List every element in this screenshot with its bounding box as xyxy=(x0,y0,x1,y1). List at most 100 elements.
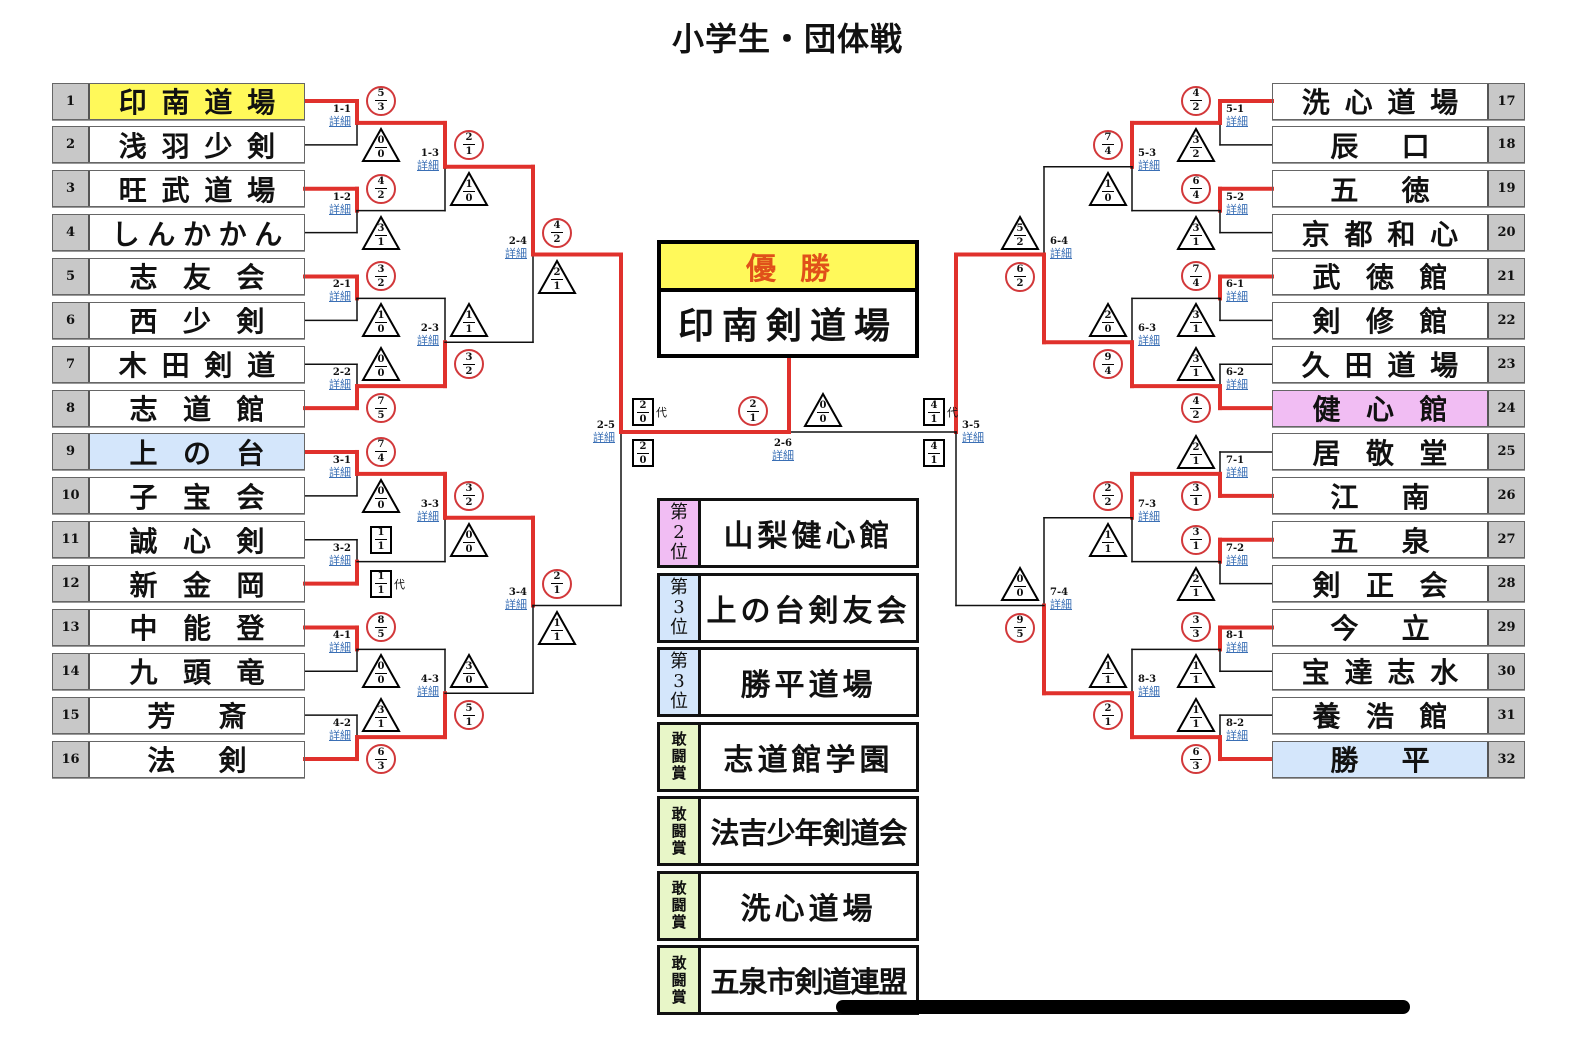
score-numerator: 9 xyxy=(1016,615,1024,626)
team-name: 新金岡 xyxy=(129,568,265,602)
match-id: 3-2 xyxy=(332,542,351,554)
award-team-name: 山梨健心館 xyxy=(723,519,894,554)
match-detail-link[interactable]: 詳細 xyxy=(1226,290,1248,304)
team-seed-number: 25 xyxy=(1487,434,1524,470)
match-id: 7-1 xyxy=(1226,454,1245,466)
score-denominator: 2 xyxy=(377,190,385,202)
score-denominator: 1 xyxy=(1192,455,1200,467)
score-denominator: 5 xyxy=(377,409,385,421)
award-entry: 敢闘賞志道館学園 xyxy=(657,721,919,792)
triangle-icon xyxy=(361,302,401,338)
match-id: 6-4 xyxy=(1050,235,1069,247)
score-denominator: 4 xyxy=(377,453,385,465)
match-detail-link[interactable]: 詳細 xyxy=(505,597,527,611)
score-denominator: 4 xyxy=(1192,190,1200,202)
match-id: 8-1 xyxy=(1226,630,1245,642)
score-numerator: 3 xyxy=(465,483,473,495)
match-id: 7-2 xyxy=(1226,542,1245,554)
match-detail-link[interactable]: 詳細 xyxy=(1138,334,1160,348)
match-detail-link[interactable]: 詳細 xyxy=(593,431,615,444)
match-detail-link[interactable]: 詳細 xyxy=(962,431,984,444)
match-detail-link[interactable]: 詳細 xyxy=(1226,641,1248,655)
match-id: 2-1 xyxy=(332,279,351,291)
match-detail-link[interactable]: 詳細 xyxy=(417,685,439,699)
match-id: 2-5 xyxy=(596,420,615,431)
score-denominator: 0 xyxy=(639,413,647,425)
team-seed-number: 21 xyxy=(1487,258,1524,294)
team-name: しんかかん xyxy=(111,217,283,251)
score-denominator: 0 xyxy=(465,675,473,687)
score-numerator: 3 xyxy=(1192,134,1200,146)
match-detail-link[interactable]: 詳細 xyxy=(417,158,439,172)
match-detail-link[interactable]: 詳細 xyxy=(417,509,439,523)
team-name: 西少剣 xyxy=(129,305,265,339)
match-detail-link[interactable]: 詳細 xyxy=(1226,729,1248,743)
match-detail-link[interactable]: 詳細 xyxy=(329,553,351,567)
team-name: 芳斎 xyxy=(147,700,247,734)
match-detail-link[interactable]: 詳細 xyxy=(1226,378,1248,392)
triangle-icon xyxy=(1176,346,1216,382)
score-denominator: 1 xyxy=(1104,675,1112,687)
score-denominator: 2 xyxy=(1104,497,1112,509)
match-detail-link[interactable]: 詳細 xyxy=(1138,509,1160,523)
match-detail-link[interactable]: 詳細 xyxy=(329,465,351,479)
horizontal-scrollbar[interactable] xyxy=(836,1000,1410,1014)
score-numerator: 2 xyxy=(1192,573,1200,585)
triangle-icon xyxy=(361,346,401,382)
match-detail-link[interactable]: 詳細 xyxy=(1138,685,1160,699)
team-name: 江南 xyxy=(1330,480,1430,514)
award-tag: 敢闘賞 xyxy=(660,948,701,1012)
match-detail-link[interactable]: 詳細 xyxy=(329,290,351,304)
score-denominator: 1 xyxy=(930,413,938,425)
team-name: 洗心道場 xyxy=(1301,86,1459,119)
match-detail-link[interactable]: 詳細 xyxy=(1226,553,1248,567)
team-name: 剣正会 xyxy=(1312,568,1448,602)
score-numerator: 1 xyxy=(1192,661,1200,673)
team-name: 印南道場 xyxy=(90,83,304,119)
match-detail-link[interactable]: 詳細 xyxy=(1050,597,1072,611)
match-detail-link[interactable]: 詳細 xyxy=(329,378,351,392)
match-detail-link[interactable]: 詳細 xyxy=(329,202,351,216)
match-detail-link[interactable]: 詳細 xyxy=(329,114,351,128)
match-detail-link[interactable]: 詳細 xyxy=(1226,114,1248,128)
score-denominator: 3 xyxy=(1192,760,1200,772)
score-denominator: 1 xyxy=(1192,236,1200,248)
match-detail-link[interactable]: 詳細 xyxy=(1226,465,1248,479)
match-detail-link[interactable]: 詳細 xyxy=(329,641,351,655)
team-name: 京都和心 xyxy=(1301,217,1459,251)
match-detail-link[interactable]: 詳細 xyxy=(1050,246,1072,260)
match-id: 1-2 xyxy=(332,191,351,203)
match-detail-link[interactable]: 詳細 xyxy=(1138,158,1160,172)
match-detail-link[interactable]: 詳細 xyxy=(1226,202,1248,216)
match-detail-link[interactable]: 詳細 xyxy=(505,246,527,260)
match-detail-link[interactable]: 詳細 xyxy=(329,729,351,743)
score-numerator: 4 xyxy=(553,220,561,232)
team-seed-number: 8 xyxy=(53,390,90,426)
triangle-icon xyxy=(449,653,489,689)
match-detail-link[interactable]: 詳細 xyxy=(772,449,794,462)
match-detail-link[interactable]: 詳細 xyxy=(417,334,439,348)
